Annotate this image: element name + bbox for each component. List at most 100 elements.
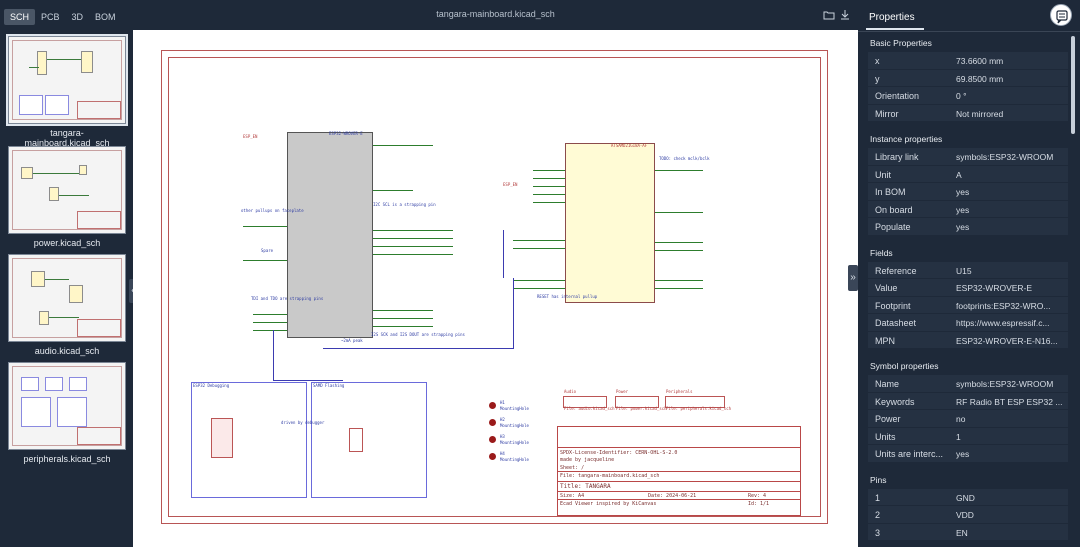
prop-key: Keywords — [875, 396, 915, 407]
note-text: RESET has internal pullup — [537, 294, 598, 299]
subsheet-file: File: audio.kicad_sch — [564, 406, 615, 411]
download-icon[interactable] — [839, 9, 851, 21]
prop-value: footprints:ESP32-WRO... — [956, 300, 1051, 311]
prop-row[interactable]: Units are interc...yes — [868, 445, 1068, 463]
folder-icon[interactable] — [823, 9, 835, 21]
prop-value: U15 — [956, 265, 972, 276]
note-text: ~2mA peak — [341, 338, 363, 343]
sheet-item-peripherals[interactable]: peripherals.kicad_sch — [8, 362, 126, 464]
prop-key: MPN — [875, 335, 895, 346]
file-title: tangara-mainboard.kicad_sch — [436, 9, 555, 19]
section-pins-title: Pins — [870, 474, 887, 485]
prop-row[interactable]: MPN ESP32-WROVER-E-N16... — [868, 331, 1068, 349]
note-text: Spare — [261, 248, 274, 253]
subsheet-audio[interactable] — [563, 396, 607, 408]
schematic-canvas[interactable]: ESP32-WROVER-E ATSAMD21G18A-AF — [133, 30, 858, 547]
prop-row[interactable]: y 69.8500 mm — [868, 69, 1068, 87]
prop-value: 1 — [956, 431, 961, 442]
view-tabs: SCH PCB 3D BOM — [4, 9, 122, 25]
mounting-hole-ref: H3 — [500, 434, 505, 439]
prop-value: yes — [956, 222, 970, 232]
esp32-debugging-label: ESP32 Debugging — [193, 383, 230, 388]
prop-value: ESP32-WROVER-E-N16... — [956, 335, 1058, 346]
sheet-item-mainboard[interactable]: tangara-mainboard.kicad_sch — [6, 34, 128, 148]
section-fields-title: Fields — [870, 247, 893, 258]
tab-pcb[interactable]: PCB — [41, 12, 60, 22]
prop-value: RF Radio BT ESP ESP32 ... — [956, 396, 1063, 407]
prop-value: VDD — [956, 510, 974, 520]
sheet-border — [161, 50, 828, 524]
subsheet-file: File: power.kicad_sch — [616, 406, 667, 411]
samd-symbol[interactable] — [565, 143, 655, 303]
chat-icon — [1056, 10, 1068, 24]
prop-key: y — [875, 73, 880, 84]
sheet-item-power[interactable]: power.kicad_sch — [8, 146, 126, 248]
properties-tab[interactable]: Properties — [869, 12, 915, 23]
prop-key: In BOM — [875, 187, 906, 197]
samd-flashing-label: SAMD Flashing — [313, 383, 345, 388]
collapse-right-panel-button[interactable]: » — [848, 265, 858, 291]
viewer-area: tangara-mainboard.kicad_sch ESP32-WROVER… — [133, 0, 858, 547]
esp32-symbol[interactable] — [287, 132, 373, 338]
mounting-hole-ref: H1 — [500, 400, 505, 405]
sheet-inner-border — [168, 57, 821, 517]
prop-value: yes — [956, 449, 970, 459]
note-text: I2C SCL is a strapping pin — [373, 202, 436, 207]
tab-sch[interactable]: SCH — [4, 9, 36, 25]
esp32-debugging-box — [191, 382, 307, 498]
subsheet-power[interactable] — [615, 396, 659, 408]
sheet-panel: SCH PCB 3D BOM tangara-mainboard.kicad_s… — [0, 0, 133, 547]
prop-value: 69.8500 mm — [956, 73, 1004, 84]
prop-value: symbols:ESP32-WROOM — [956, 379, 1054, 389]
tab-bom[interactable]: BOM — [95, 12, 116, 22]
prop-row[interactable]: Units 1 — [868, 427, 1068, 445]
sheet-item-audio[interactable]: audio.kicad_sch — [8, 254, 126, 356]
sheet-thumbnail — [8, 362, 126, 450]
debug-connector[interactable] — [211, 418, 233, 458]
scroll-thumb[interactable] — [1071, 36, 1075, 134]
prop-key: Value — [875, 283, 898, 293]
sheet-thumbnail — [8, 254, 126, 342]
tab-3d[interactable]: 3D — [71, 12, 84, 22]
prop-row[interactable]: Keywords RF Radio BT ESP ESP32 ... — [868, 392, 1068, 410]
prop-key: 3 — [875, 527, 881, 538]
flash-connector[interactable] — [349, 428, 363, 452]
tb-sheet: Sheet: / — [560, 465, 585, 471]
subsheet-name: Audio — [564, 389, 577, 394]
note-text: I2S SCK and I2S DOUT are strapping pins — [371, 332, 465, 337]
prop-key: Library link — [875, 152, 919, 162]
sheet-label: tangara-mainboard.kicad_sch — [24, 128, 110, 148]
prop-value: 0 ° — [956, 91, 967, 101]
prop-value: yes — [956, 204, 970, 215]
prop-value: https://www.espressif.c... — [956, 318, 1050, 328]
prop-key: Units — [875, 431, 896, 442]
subsheet-peripherals[interactable] — [665, 396, 725, 408]
sheet-label: power.kicad_sch — [33, 238, 101, 248]
prop-key: Name — [875, 379, 900, 389]
net-label: ESP_EN — [243, 134, 258, 139]
prop-row[interactable]: Name symbols:ESP32-WROOM — [868, 375, 1068, 393]
note-text: other pullups on faceplate — [241, 208, 304, 213]
tb-file: File: tangara-mainboard.kicad_sch — [560, 473, 660, 479]
mounting-hole-icon — [489, 402, 496, 409]
properties-scrollbar[interactable] — [1071, 34, 1076, 542]
chat-button[interactable] — [1050, 4, 1072, 26]
mounting-hole-icon — [489, 419, 496, 426]
